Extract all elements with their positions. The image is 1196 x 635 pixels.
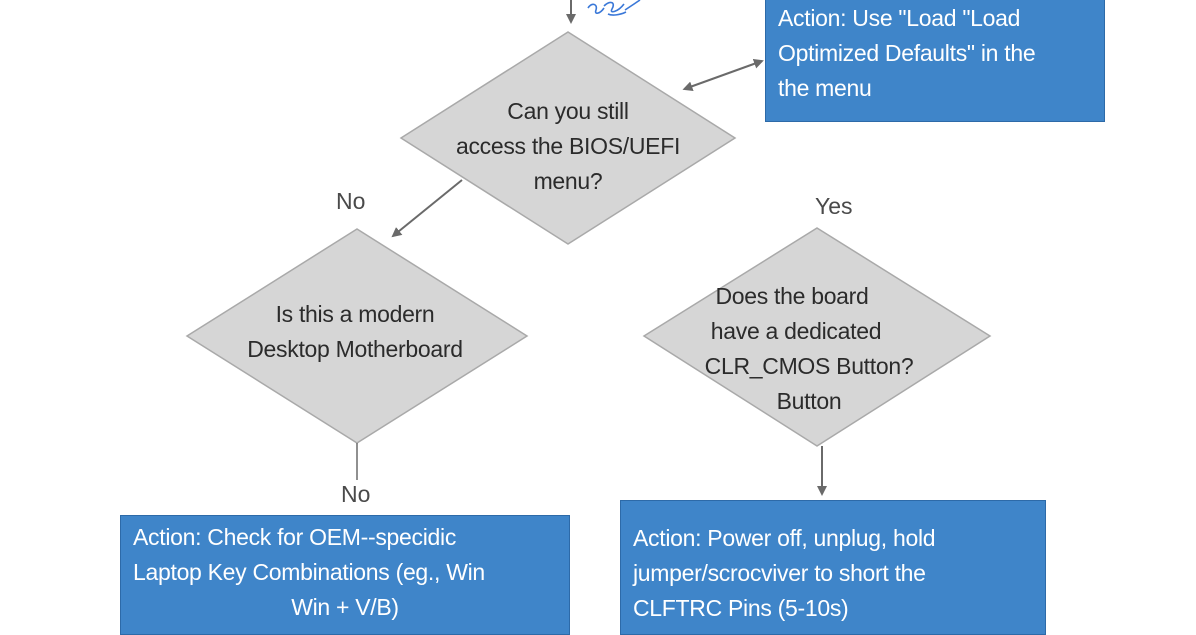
decision-diamond-bios-access bbox=[399, 31, 737, 245]
action-line: Action: Use "Load "Load bbox=[778, 5, 1021, 31]
action-line: Win + V/B) bbox=[291, 594, 399, 620]
decision-line: CLR_CMOS Button? bbox=[704, 353, 914, 379]
connector-bios-to-defaults bbox=[682, 59, 764, 92]
action-line: Action: Check for OEM--specidic bbox=[133, 524, 457, 550]
action-line: the menu bbox=[778, 75, 872, 101]
decision-line: Does the board bbox=[715, 283, 869, 309]
decision-line: Is this a modern bbox=[275, 301, 435, 327]
action-line: Laptop Key Combinations (eg., Win bbox=[133, 559, 485, 585]
decision-diamond-clr-cmos-button bbox=[642, 227, 992, 447]
decision-line: have a dedicated bbox=[710, 318, 882, 344]
decision-text-bios-access: Can you still access the BIOS/UEFI menu? bbox=[418, 94, 718, 199]
scribble-annotation bbox=[587, 0, 641, 16]
action-box-short-pins: Action: Power off, unplug, hold jumper/s… bbox=[620, 500, 1046, 635]
edge-label-yes-bios: Yes bbox=[815, 193, 853, 219]
action-line: jumper/scrocviver to short the bbox=[633, 560, 926, 586]
decision-line: Can you still bbox=[507, 98, 629, 124]
decision-line: Button bbox=[776, 388, 842, 414]
connector-bios-no-to-desktop bbox=[391, 179, 463, 238]
decision-line: menu? bbox=[533, 168, 603, 194]
edge-label-no-bios: No bbox=[336, 188, 366, 214]
action-box-oem-key-combo: Action: Check for OEM--specidic Laptop K… bbox=[120, 515, 570, 635]
decision-line: Desktop Motherboard bbox=[247, 336, 463, 362]
decision-text-modern-desktop: Is this a modern Desktop Motherboard bbox=[200, 297, 510, 367]
decision-text-clr-cmos-button: Does the board have a dedicated CLR_CMOS… bbox=[665, 279, 965, 419]
action-line: Optimized Defaults" in the bbox=[778, 40, 1036, 66]
decision-line: access the BIOS/UEFI bbox=[455, 133, 681, 159]
action-line: CLFTRC Pins (5-10s) bbox=[633, 595, 849, 621]
edge-label-no-desktop: No bbox=[341, 481, 371, 507]
action-line: Action: Power off, unplug, hold bbox=[633, 525, 936, 551]
action-box-load-defaults: Action: Use "Load "Load Optimized Defaul… bbox=[765, 0, 1105, 122]
